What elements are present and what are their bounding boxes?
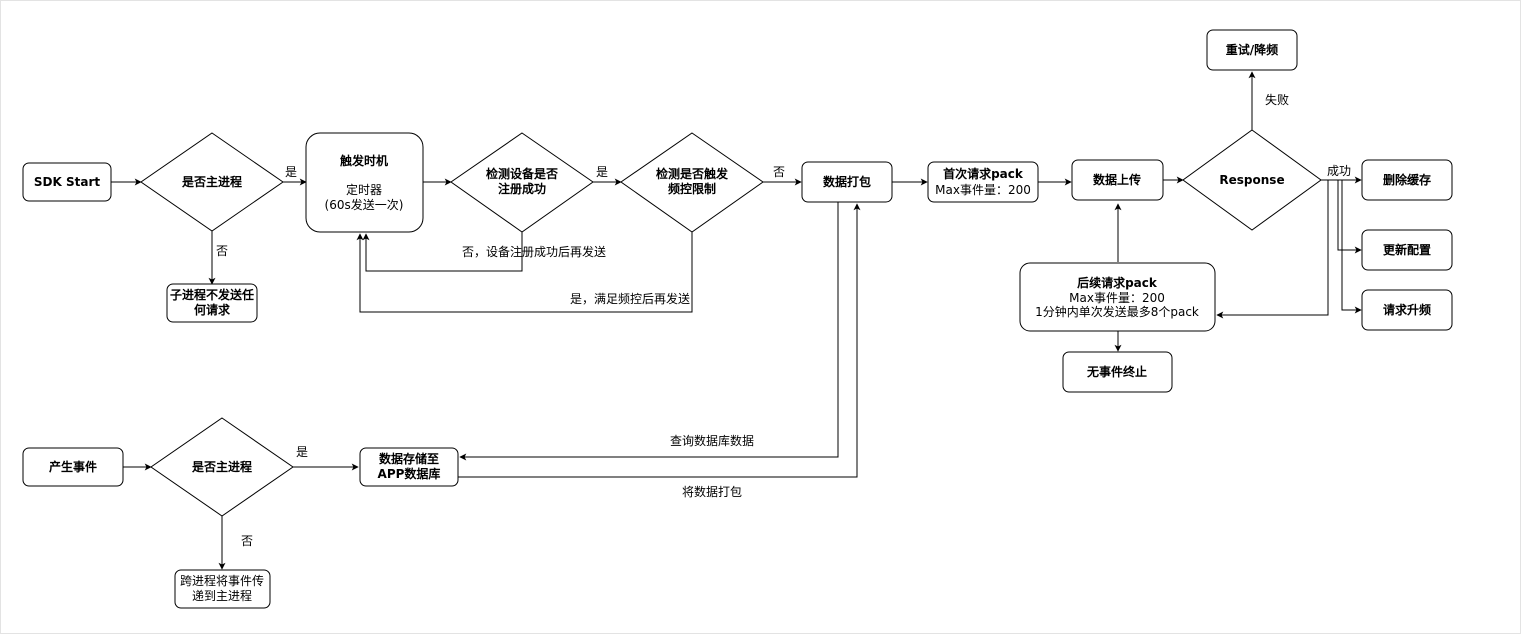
node-store-db: 数据存储至 APP数据库 <box>359 447 459 487</box>
retry-label: 重试/降频 <box>1226 42 1278 57</box>
no-event-end-label: 无事件终止 <box>1086 364 1147 379</box>
edge-pack-db <box>458 203 861 478</box>
pack-data-box <box>801 161 893 203</box>
delete-cache-box <box>1361 159 1453 201</box>
edge-success-to-next <box>1216 180 1329 319</box>
node-is-main-2: 是否主进程 <box>150 417 294 517</box>
response-diamond <box>1182 129 1322 231</box>
node-request-upfreq: 请求升频 <box>1361 289 1453 331</box>
request-upfreq-box <box>1361 289 1453 331</box>
cross-process-line2: 递到主进程 <box>192 588 252 603</box>
update-config-box <box>1361 229 1453 271</box>
check-freq-diamond <box>620 132 764 233</box>
edge-success-to-upfreq <box>1341 180 1362 314</box>
label-success: 成功 <box>1327 164 1351 178</box>
update-config-label: 更新配置 <box>1383 242 1431 257</box>
produce-event-box <box>22 447 124 487</box>
store-db-box <box>359 447 459 487</box>
child-no-send-line1: 子进程不发送任 <box>170 287 254 302</box>
node-retry: 重试/降频 <box>1206 29 1298 71</box>
node-is-main-1: 是否主进程 <box>140 132 284 232</box>
child-no-send-box <box>166 283 258 323</box>
pack-data-label: 数据打包 <box>823 174 871 189</box>
cross-process-box <box>174 569 271 609</box>
trigger-title: 触发时机 <box>340 153 388 168</box>
check-register-line2: 注册成功 <box>498 181 546 196</box>
delete-cache-label: 删除缓存 <box>1383 172 1431 187</box>
label-fail: 失败 <box>1265 92 1289 107</box>
label-yes-register: 是 <box>596 165 608 179</box>
first-request-box <box>927 161 1039 203</box>
node-sdk-start: SDK Start <box>22 162 112 202</box>
node-next-request: 后续请求pack Max事件量：200 1分钟内单次发送最多8个pack <box>1019 262 1216 332</box>
node-response: Response <box>1182 129 1322 231</box>
upload-label: 数据上传 <box>1093 172 1141 187</box>
label-pack-db: 将数据打包 <box>682 484 742 499</box>
node-produce-event: 产生事件 <box>22 447 124 487</box>
edges <box>111 71 1362 570</box>
sdk-start-label: SDK Start <box>34 175 100 189</box>
retry-box <box>1206 29 1298 71</box>
child-no-send-line2: 何请求 <box>194 302 231 317</box>
next-request-max: Max事件量：200 <box>1069 291 1165 305</box>
node-check-freq: 检测是否触发 频控限制 <box>620 132 764 233</box>
edge-query-db <box>459 202 839 461</box>
node-cross-process: 跨进程将事件传 递到主进程 <box>174 569 271 609</box>
check-register-line1: 检测设备是否 <box>486 166 558 181</box>
node-delete-cache: 删除缓存 <box>1361 159 1453 201</box>
trigger-interval: (60s发送一次) <box>325 197 404 212</box>
first-request-title: 首次请求pack <box>943 166 1024 181</box>
label-yes-2: 是 <box>296 445 308 459</box>
request-upfreq-label: 请求升频 <box>1383 302 1431 317</box>
node-pack-data: 数据打包 <box>801 161 893 203</box>
edge-success-to-config <box>1337 180 1362 254</box>
produce-event-label: 产生事件 <box>49 459 97 474</box>
node-first-request: 首次请求pack Max事件量：200 <box>927 161 1039 203</box>
no-event-end-box <box>1062 351 1173 393</box>
trigger-timer: 定时器 <box>346 182 382 197</box>
upload-box <box>1071 159 1164 201</box>
edge-register-no-loop <box>362 232 523 272</box>
label-no-2: 否 <box>241 534 253 548</box>
store-db-line1: 数据存储至 <box>379 451 439 466</box>
label-yes-1: 是 <box>285 165 297 179</box>
sdk-start-box <box>22 162 112 202</box>
check-freq-line2: 频控限制 <box>668 181 716 196</box>
check-register-diamond <box>450 132 594 233</box>
edge-freq-yes-loop <box>356 232 693 313</box>
node-trigger: 触发时机 定时器 (60s发送一次) <box>305 132 424 233</box>
check-freq-line1: 检测是否触发 <box>656 166 729 181</box>
node-upload: 数据上传 <box>1071 159 1164 201</box>
first-request-max: Max事件量：200 <box>935 183 1031 197</box>
response-label: Response <box>1219 173 1284 187</box>
cross-process-line1: 跨进程将事件传 <box>180 573 264 588</box>
store-db-line2: APP数据库 <box>378 466 441 481</box>
is-main-1-label: 是否主进程 <box>181 174 242 189</box>
trigger-box <box>305 132 424 233</box>
label-no-register-retry: 否，设备注册成功后再发送 <box>462 244 606 259</box>
next-request-title: 后续请求pack <box>1077 275 1158 290</box>
is-main-2-label: 是否主进程 <box>191 459 252 474</box>
label-no-freq: 否 <box>773 165 785 179</box>
node-update-config: 更新配置 <box>1361 229 1453 271</box>
next-request-box <box>1019 262 1216 332</box>
label-query-db: 查询数据库数据 <box>670 433 754 448</box>
node-check-register: 检测设备是否 注册成功 <box>450 132 594 233</box>
node-child-no-send: 子进程不发送任 何请求 <box>166 283 258 323</box>
node-no-event-end: 无事件终止 <box>1062 351 1173 393</box>
is-main-1-diamond <box>140 132 284 232</box>
label-yes-freq-retry: 是，满足频控后再发送 <box>570 291 690 306</box>
is-main-2-diamond <box>150 417 294 517</box>
edge-labels: 是 否 是 否 否，设备注册成功后再发送 是，满足频控后再发送 失败 成功 查询… <box>216 92 1351 548</box>
next-request-limit: 1分钟内单次发送最多8个pack <box>1035 304 1199 319</box>
label-no-1: 否 <box>216 244 228 258</box>
